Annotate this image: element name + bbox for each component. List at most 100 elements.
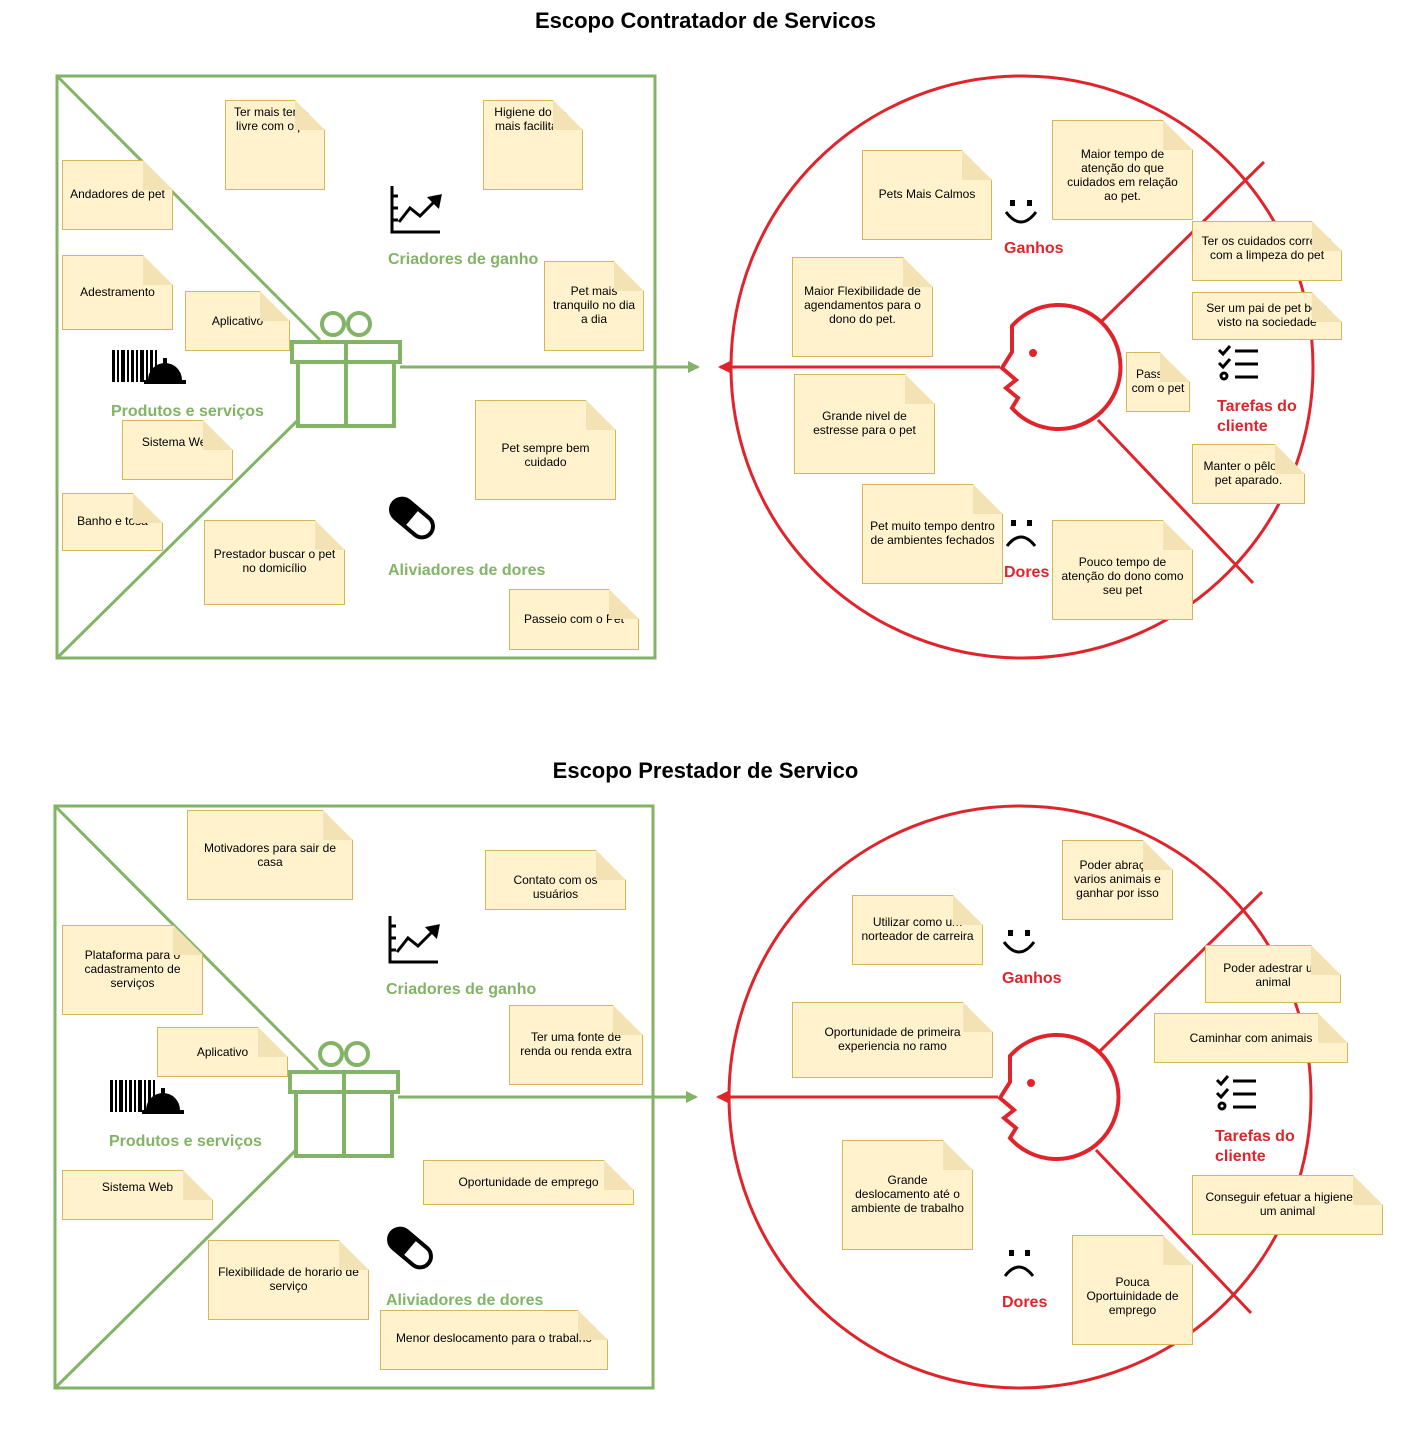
sticky-note[interactable]: Pets Mais Calmos: [862, 150, 992, 240]
pill-icon: [389, 496, 435, 540]
customer-jobs-label: Tarefas do cliente: [1217, 398, 1297, 435]
sticky-note[interactable]: Flexibilidade de horario de serviço: [208, 1240, 369, 1320]
sticky-note-text: Pouca Oportuinidade de emprego: [1086, 1275, 1179, 1317]
chart-up-icon: [388, 916, 440, 964]
customer-eye: [1027, 1079, 1035, 1087]
pill-icon: [387, 1226, 433, 1270]
sticky-note-text: Utilizar como um norteador de carreira: [861, 915, 974, 943]
sticky-note[interactable]: Conseguir efetuar a higiene de um animal: [1192, 1175, 1383, 1235]
section1-title: Escopo Contratador de Servicos: [534, 8, 877, 33]
sticky-note-text: Andadores de pet: [70, 187, 165, 201]
sticky-note-text: Ter uma fonte de renda ou renda extra: [520, 1030, 632, 1058]
sticky-note-text: Pets Mais Calmos: [878, 187, 976, 201]
pains-label: Dores: [1002, 1294, 1048, 1311]
sticky-note[interactable]: Higiene do pet mais facilitada: [483, 100, 583, 190]
sticky-note-text: Passear com o pet: [1131, 367, 1185, 395]
gains-label: Ganhos: [1004, 240, 1064, 257]
sticky-note[interactable]: Adestramento: [62, 255, 173, 330]
sticky-note[interactable]: Plataforma para o cadastramento de servi…: [62, 925, 203, 1015]
frown-icon: [1003, 1250, 1035, 1277]
customer-face-icon: [999, 303, 1123, 431]
sticky-note-text: Conseguir efetuar a higiene de um animal: [1205, 1190, 1370, 1218]
sticky-note[interactable]: Grande deslocamento até o ambiente de tr…: [842, 1140, 973, 1250]
sticky-note[interactable]: Poder abraçar varios animais e ganhar po…: [1062, 840, 1173, 920]
sticky-note[interactable]: Menor deslocamento para o trabalho: [380, 1310, 608, 1370]
sticky-note[interactable]: Ter mais tempo livre com o pet: [225, 100, 325, 190]
smile-icon: [1004, 200, 1038, 224]
sticky-note-text: Pouco tempo de atenção do dono como seu …: [1061, 555, 1184, 597]
products-services-label: Produtos e serviços: [111, 403, 264, 420]
sticky-note[interactable]: Prestador buscar o pet no domicílio: [204, 520, 345, 605]
sticky-note[interactable]: Oportunidade de primeira experiencia no …: [792, 1002, 993, 1078]
gain-creators-label: Criadores de ganho: [386, 981, 537, 998]
products-services-label: Produtos e serviços: [109, 1133, 262, 1150]
sticky-note[interactable]: Pet mais tranquilo no dia a dia: [544, 261, 644, 351]
sticky-note[interactable]: Passear com o pet: [1126, 352, 1190, 412]
pains-label: Dores: [1004, 564, 1050, 581]
customer-face-icon: [997, 1033, 1121, 1161]
customer-eye: [1029, 349, 1037, 357]
sticky-note-text: Ter os cuidados corretos com a limpeza d…: [1201, 234, 1333, 262]
sticky-note[interactable]: Pouco tempo de atenção do dono como seu …: [1052, 520, 1193, 620]
service-bell-icon: [142, 1088, 184, 1114]
sticky-note-text: Sistema Web: [101, 1180, 174, 1194]
sticky-note-text: Plataforma para o cadastramento de servi…: [84, 948, 181, 990]
sticky-note-text: Ser um pai de pet bem visto na sociedade: [1206, 301, 1328, 329]
sticky-note[interactable]: Aplicativo: [157, 1027, 288, 1077]
service-bell-icon: [144, 358, 186, 384]
sticky-note[interactable]: Utilizar como um norteador de carreira: [852, 895, 983, 965]
checklist-icon: [1215, 1075, 1256, 1111]
sticky-note[interactable]: Contato com os usuários: [485, 850, 626, 910]
barcode-icon: [112, 350, 157, 382]
section2-title: Escopo Prestador de Servico: [552, 758, 859, 783]
sticky-note[interactable]: Caminhar com animais: [1154, 1013, 1348, 1063]
sticky-note[interactable]: Ter uma fonte de renda ou renda extra: [509, 1005, 643, 1085]
sticky-note[interactable]: Pouca Oportuinidade de emprego: [1072, 1235, 1193, 1345]
sticky-note-text: Menor deslocamento para o trabalho: [395, 1331, 593, 1345]
gift-icon: [290, 311, 402, 428]
gift-icon: [288, 1041, 400, 1158]
sticky-note-text: Banho e tosa: [77, 514, 148, 528]
sticky-note-text: Poder abraçar varios animais e ganhar po…: [1074, 858, 1161, 900]
sticky-note-text: Pet muito tempo dentro de ambientes fech…: [870, 519, 995, 547]
sticky-note-text: Aplicativo: [211, 314, 264, 328]
sticky-note[interactable]: Motivadores para sair de casa: [187, 810, 353, 900]
sticky-note-text: Maior Flexibilidade de agendamentos para…: [804, 284, 921, 326]
smile-icon: [1002, 930, 1036, 954]
chart-up-icon: [390, 186, 442, 234]
sticky-note-text: Passeio com o Pet: [523, 612, 625, 626]
sticky-note[interactable]: Oportunidade de emprego: [423, 1160, 634, 1205]
sticky-note-text: Poder adestrar um animal: [1223, 961, 1323, 989]
sticky-note[interactable]: Pet muito tempo dentro de ambientes fech…: [862, 484, 1003, 584]
sticky-note[interactable]: Pet sempre bem cuidado: [475, 400, 616, 500]
sticky-note[interactable]: Passeio com o Pet: [509, 589, 639, 650]
sticky-note-text: Aplicativo: [196, 1045, 249, 1059]
sticky-note[interactable]: Sistema Web: [62, 1170, 213, 1220]
customer-jobs-label: Tarefas do cliente: [1215, 1128, 1295, 1165]
sticky-note-text: Pet sempre bem cuidado: [501, 441, 590, 469]
checklist-icon: [1217, 345, 1258, 381]
sticky-note-text: Adestramento: [80, 285, 155, 299]
sticky-note-text: Grande deslocamento até o ambiente de tr…: [851, 1173, 964, 1215]
gains-label: Ganhos: [1002, 970, 1062, 987]
sticky-note[interactable]: Maior Flexibilidade de agendamentos para…: [792, 257, 933, 357]
sticky-note-text: Prestador buscar o pet no domicílio: [213, 547, 336, 575]
sticky-note-text: Grande nivel de estresse para o pet: [813, 409, 916, 437]
pain-relievers-label: Aliviadores de dores: [388, 562, 546, 579]
sticky-note-text: Motivadores para sair de casa: [203, 841, 337, 869]
barcode-icon: [110, 1080, 155, 1112]
sticky-note[interactable]: Grande nivel de estresse para o pet: [794, 374, 935, 474]
sticky-note[interactable]: Ser um pai de pet bem visto na sociedade: [1192, 292, 1342, 340]
sticky-note-text: Caminhar com animais: [1189, 1031, 1313, 1045]
sticky-note[interactable]: Ter os cuidados corretos com a limpeza d…: [1192, 221, 1342, 281]
frown-icon: [1005, 520, 1037, 547]
sticky-note-text: Flexibilidade de horario de serviço: [218, 1265, 359, 1293]
gain-creators-label: Criadores de ganho: [388, 251, 539, 268]
sticky-note-text: Oportunidade de primeira experiencia no …: [824, 1025, 961, 1053]
sticky-note-text: Contato com os usuários: [513, 873, 598, 901]
sticky-note[interactable]: Maior tempo de atenção do que cuidados e…: [1052, 120, 1193, 220]
sticky-note[interactable]: Andadores de pet: [62, 160, 173, 230]
sticky-note-text: Sistema Web: [141, 435, 214, 449]
sticky-note-text: Maior tempo de atenção do que cuidados e…: [1067, 147, 1178, 203]
